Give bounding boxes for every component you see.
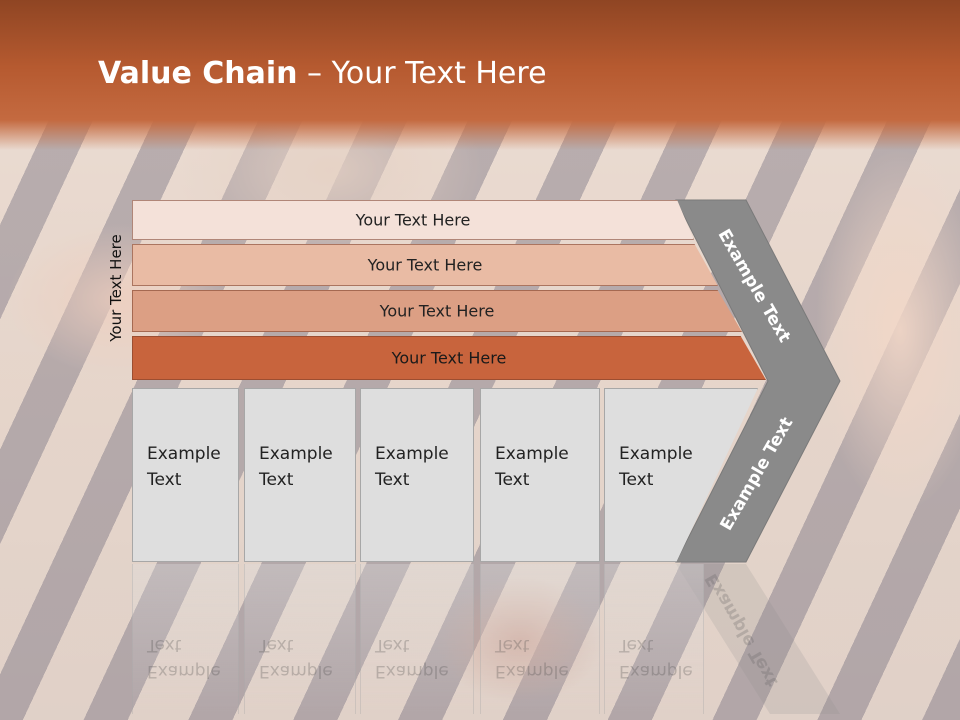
chevron-arrow [675, 199, 841, 563]
activity-box-3-reflection-label: Example Text [375, 635, 449, 681]
activity-box-3-label: Example Text [375, 444, 449, 490]
band-1-label: Your Text Here [355, 210, 471, 230]
band-4: Your Text Here [132, 336, 766, 380]
band-3-label: Your Text Here [379, 301, 495, 321]
band-1: Your Text Here [132, 200, 694, 240]
activity-box-2: Example Text [244, 388, 356, 562]
activity-box-1-reflection: Example Text [132, 564, 239, 714]
activity-box-5-reflection: Example Text [604, 564, 704, 714]
activity-box-4-reflection: Example Text [480, 564, 600, 714]
activity-box-2-reflection-label: Example Text [259, 635, 333, 681]
chevron-reflection [676, 564, 840, 714]
slide-title: Value Chain – Your Text Here [98, 56, 547, 91]
band-2: Your Text Here [132, 244, 718, 286]
activity-box-1: Example Text [132, 388, 239, 562]
band-3: Your Text Here [132, 290, 742, 332]
activity-box-1-reflection-label: Example Text [147, 635, 221, 681]
activity-box-1-label: Example Text [147, 444, 221, 490]
band-4-label: Your Text Here [391, 348, 507, 368]
activity-box-2-reflection: Example Text [244, 564, 356, 714]
header-band [0, 0, 960, 150]
band-2-label: Your Text Here [367, 255, 483, 275]
activity-box-4-label: Example Text [495, 444, 569, 490]
activity-box-3: Example Text [360, 388, 474, 562]
activity-box-3-reflection: Example Text [360, 564, 474, 714]
activity-box-4-reflection-label: Example Text [495, 635, 569, 681]
activity-box-5-reflection-label: Example Text [619, 635, 693, 681]
activity-box-2-label: Example Text [259, 444, 333, 490]
activity-box-5-label: Example Text [619, 444, 693, 490]
activity-box-4: Example Text [480, 388, 600, 562]
title-rest: – Your Text Here [297, 56, 547, 91]
title-bold: Value Chain [98, 56, 298, 91]
